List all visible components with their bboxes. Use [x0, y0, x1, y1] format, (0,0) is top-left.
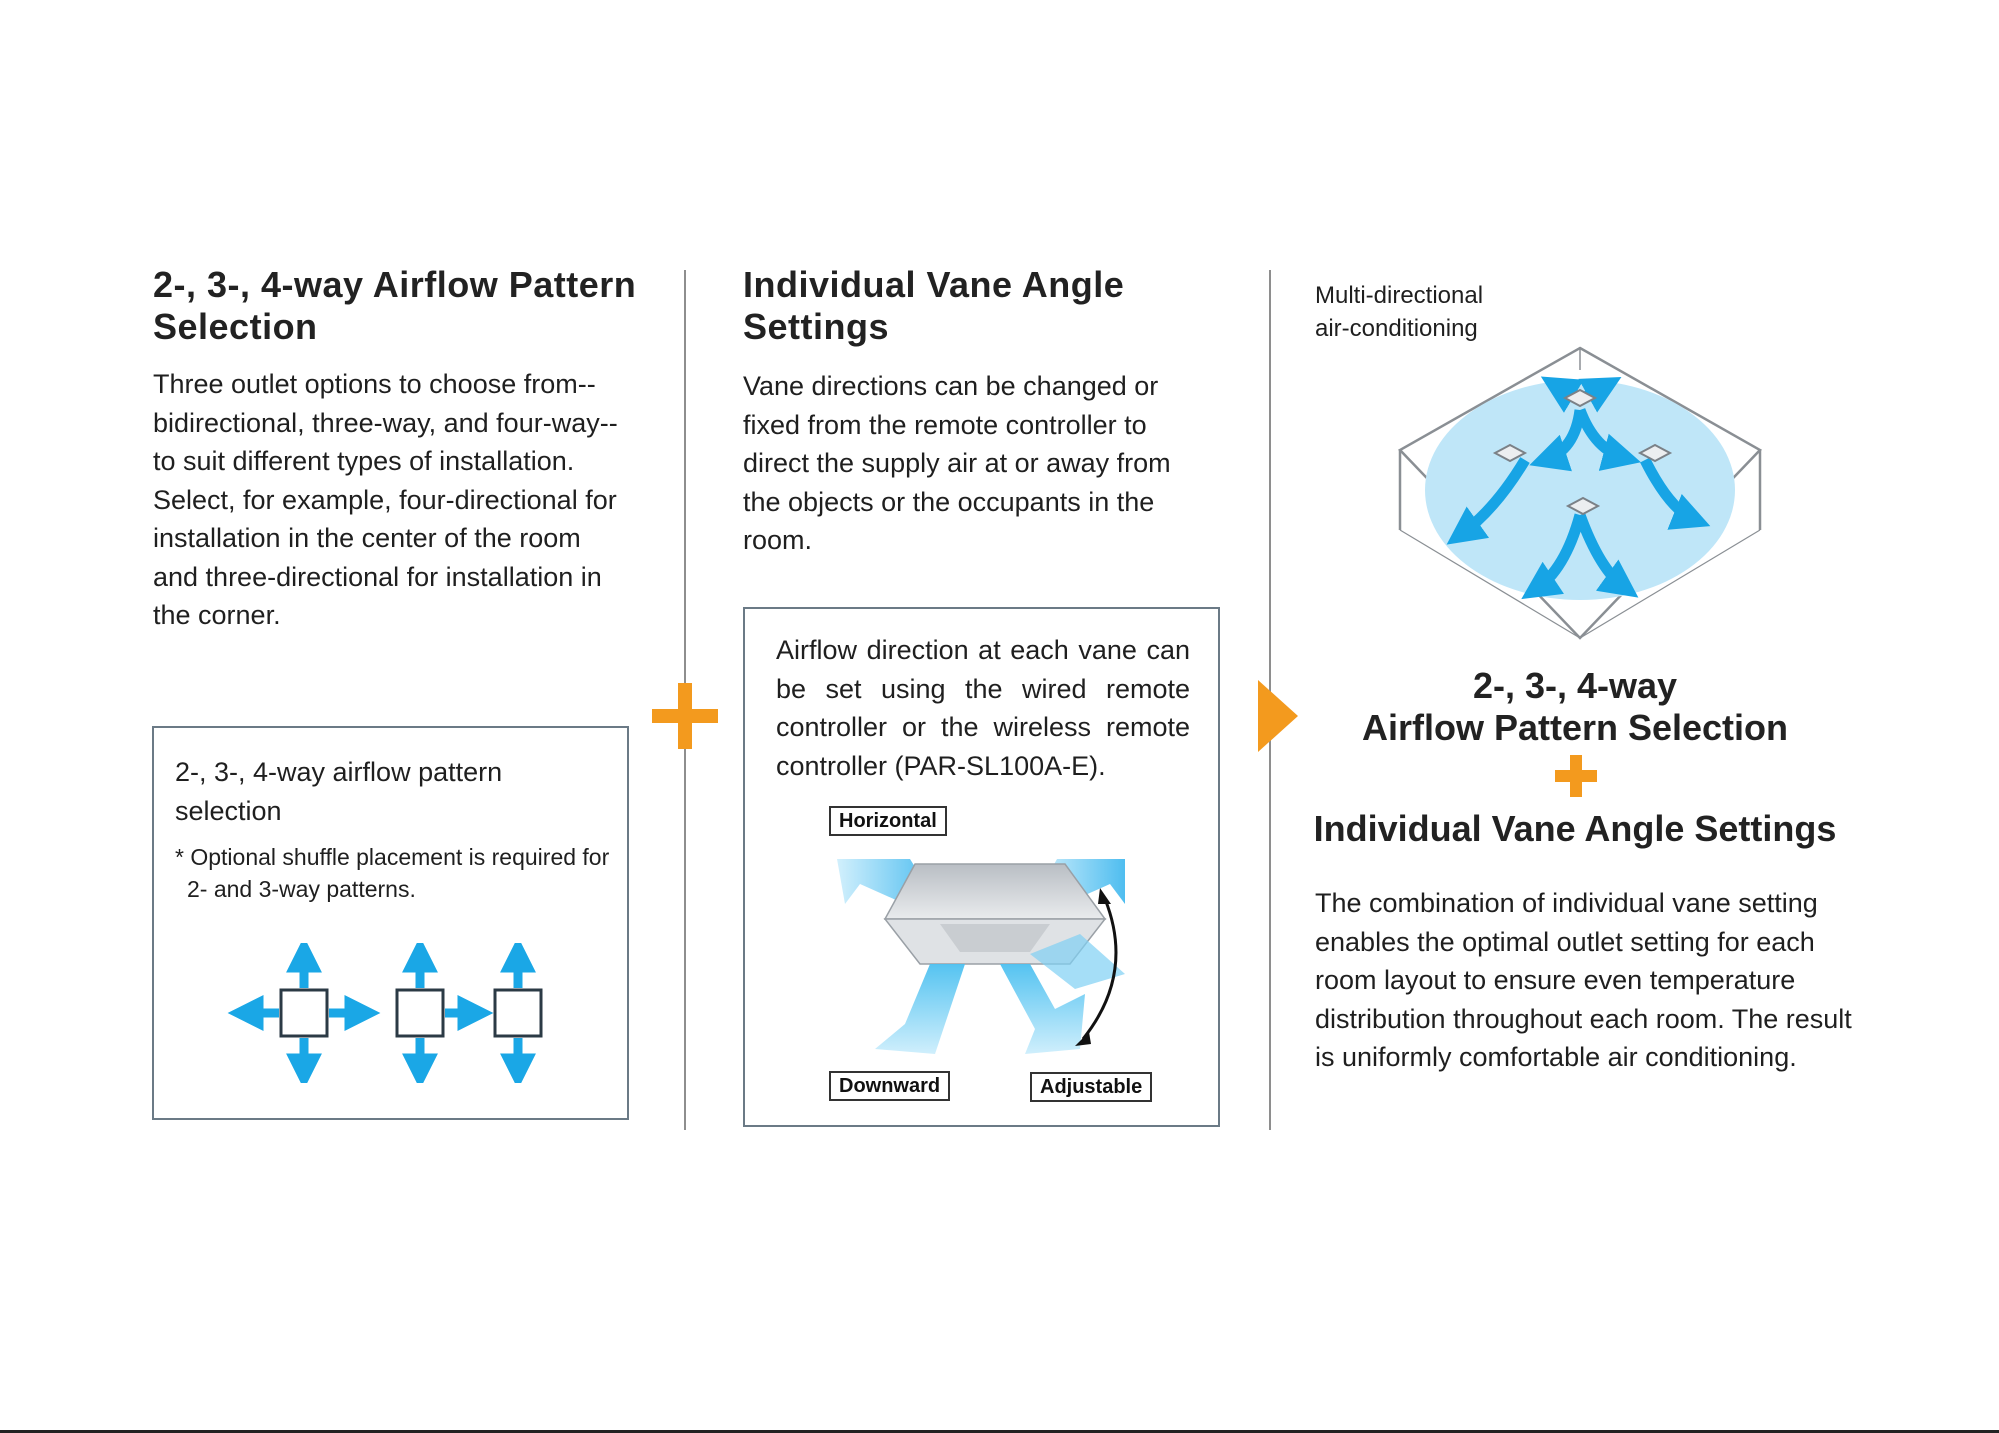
airflow-pattern-box-note: * Optional shuffle placement is required…	[175, 844, 610, 902]
plus-icon	[652, 683, 718, 749]
summary-line1: 2-, 3-, 4-way	[1472, 665, 1678, 706]
label-downward: Downward	[829, 1071, 951, 1101]
airflow-pattern-box-title: 2-, 3-, 4-way airflow pattern selection	[175, 757, 503, 826]
label-horizontal: Horizontal	[829, 806, 947, 836]
room-airflow-diagram	[1397, 346, 1763, 640]
vane-angle-box-text: Airflow direction at each vane can be se…	[776, 635, 1190, 781]
vane-angle-box: Airflow direction at each vane can be se…	[743, 607, 1220, 1127]
middle-title: Individual Vane Angle Settings	[743, 264, 1125, 347]
airflow-pattern-box: 2-, 3-, 4-way airflow pattern selection …	[152, 726, 629, 1120]
summary-line2: Airflow Pattern Selection	[1361, 707, 1789, 748]
summary-line3: Individual Vane Angle Settings	[1313, 808, 1837, 849]
cassette-unit-diagram	[837, 859, 1125, 1054]
right-description: The combination of individual vane setti…	[1315, 888, 1852, 1072]
airflow-2way-icon	[493, 943, 543, 1083]
arrow-right-icon	[1258, 680, 1298, 752]
bottom-border	[0, 1430, 1999, 1433]
middle-description: Vane directions can be changed or fixed …	[743, 371, 1171, 555]
right-caption: Multi-directional air-conditioning	[1315, 282, 1484, 342]
plus-icon-small	[1555, 755, 1597, 797]
label-adjustable: Adjustable	[1030, 1072, 1153, 1102]
left-title: 2-, 3-, 4-way Airflow Pattern Selection	[153, 264, 637, 347]
airflow-4way-icon	[227, 943, 381, 1083]
airflow-patterns-graphic	[227, 943, 543, 1083]
left-description: Three outlet options to choose from--bid…	[153, 369, 618, 630]
airflow-3way-icon	[395, 943, 494, 1083]
